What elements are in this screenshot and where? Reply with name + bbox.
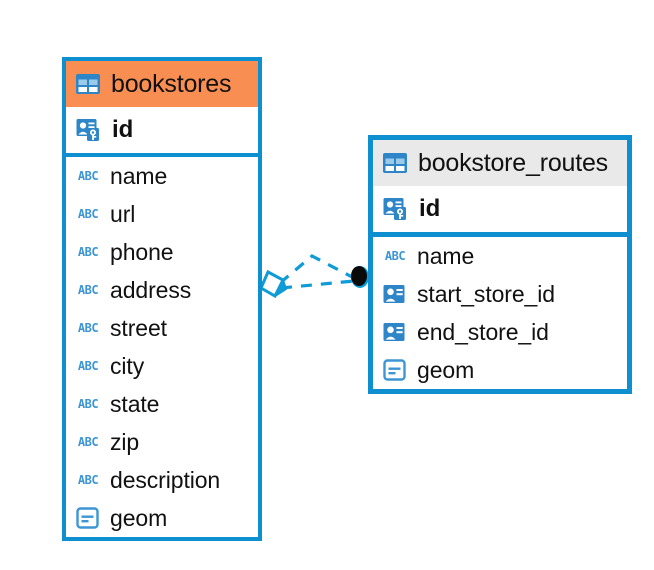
field-label: start_store_id xyxy=(417,280,555,307)
primary-key-icon xyxy=(382,195,410,223)
geometry-icon xyxy=(75,505,101,531)
foreign-key-icon xyxy=(382,281,408,307)
abc-text-icon: ABC xyxy=(384,249,406,263)
field-row-primary-key[interactable]: id xyxy=(373,186,627,232)
field-label: description xyxy=(110,466,221,493)
field-label: geom xyxy=(110,504,168,531)
field-label: end_store_id xyxy=(417,318,549,345)
field-label: address xyxy=(110,276,192,303)
field-label: zip xyxy=(110,428,140,455)
field-label: state xyxy=(110,390,160,417)
field-row-zip[interactable]: ABC zip xyxy=(66,423,258,461)
entity-title: bookstores xyxy=(111,69,232,98)
abc-text-icon: ABC xyxy=(77,245,99,259)
foreign-key-icon xyxy=(382,319,408,345)
relationship-diamond-endpoint xyxy=(259,269,287,299)
relationship-line-lower xyxy=(280,279,355,290)
field-row-state[interactable]: ABC state xyxy=(66,385,258,423)
abc-text-icon: ABC xyxy=(77,435,99,449)
table-icon xyxy=(381,149,409,177)
entity-header: bookstore_routes xyxy=(373,140,627,186)
relationship-circle-endpoint xyxy=(351,266,369,288)
field-row-name[interactable]: ABC name xyxy=(66,157,258,195)
field-label: id xyxy=(419,195,441,222)
field-row-name[interactable]: ABC name xyxy=(373,237,627,275)
field-list: ABC name ABC url ABC phone ABC address A… xyxy=(66,157,258,537)
abc-text-icon: ABC xyxy=(77,321,99,335)
entity-header: bookstores xyxy=(66,61,258,107)
abc-text-icon: ABC xyxy=(77,473,99,487)
abc-text-icon: ABC xyxy=(77,283,99,297)
field-list: ABC name start_store_id xyxy=(373,237,627,389)
field-row-start-store-id[interactable]: start_store_id xyxy=(373,275,627,313)
primary-key-section: id xyxy=(373,186,627,237)
primary-key-section: id xyxy=(66,107,258,157)
abc-text-icon: ABC xyxy=(77,169,99,183)
entity-title: bookstore_routes xyxy=(418,148,608,177)
table-icon xyxy=(74,70,102,98)
field-row-url[interactable]: ABC url xyxy=(66,195,258,233)
field-row-geom[interactable]: geom xyxy=(66,499,258,537)
field-row-primary-key[interactable]: id xyxy=(66,107,258,153)
field-row-street[interactable]: ABC street xyxy=(66,309,258,347)
field-label: name xyxy=(110,162,168,189)
field-row-phone[interactable]: ABC phone xyxy=(66,233,258,271)
entity-table-bookstore-routes[interactable]: bookstore_routes xyxy=(368,135,632,394)
field-label: street xyxy=(110,314,167,341)
field-label: city xyxy=(110,352,145,379)
field-label: phone xyxy=(110,238,174,265)
abc-text-icon: ABC xyxy=(77,397,99,411)
entity-table-bookstores[interactable]: bookstores xyxy=(62,57,262,541)
field-row-geom[interactable]: geom xyxy=(373,351,627,389)
field-label: url xyxy=(110,200,136,227)
field-label: geom xyxy=(417,356,475,383)
field-row-city[interactable]: ABC city xyxy=(66,347,258,385)
field-row-address[interactable]: ABC address xyxy=(66,271,258,309)
field-row-description[interactable]: ABC description xyxy=(66,461,258,499)
field-label: name xyxy=(417,242,475,269)
field-row-end-store-id[interactable]: end_store_id xyxy=(373,313,627,351)
geometry-icon xyxy=(382,357,408,383)
field-label: id xyxy=(112,116,134,143)
abc-text-icon: ABC xyxy=(77,207,99,221)
primary-key-icon xyxy=(75,116,103,144)
abc-text-icon: ABC xyxy=(77,359,99,373)
relationship-line-upper xyxy=(278,254,357,285)
